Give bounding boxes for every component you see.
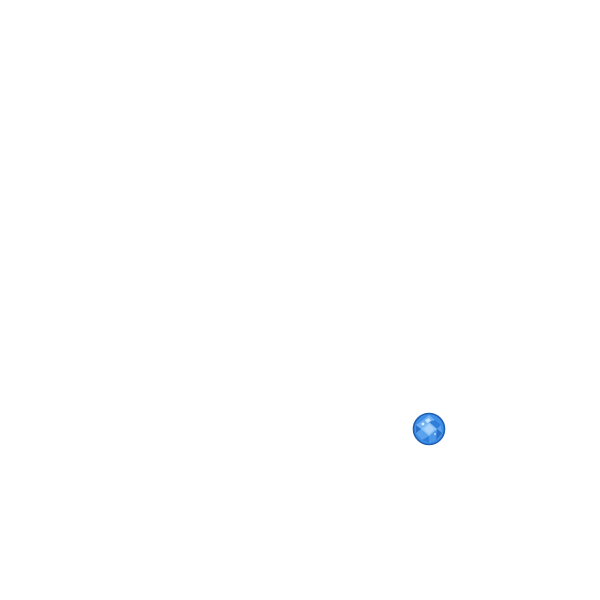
blue-gemstone-icon bbox=[412, 412, 446, 446]
